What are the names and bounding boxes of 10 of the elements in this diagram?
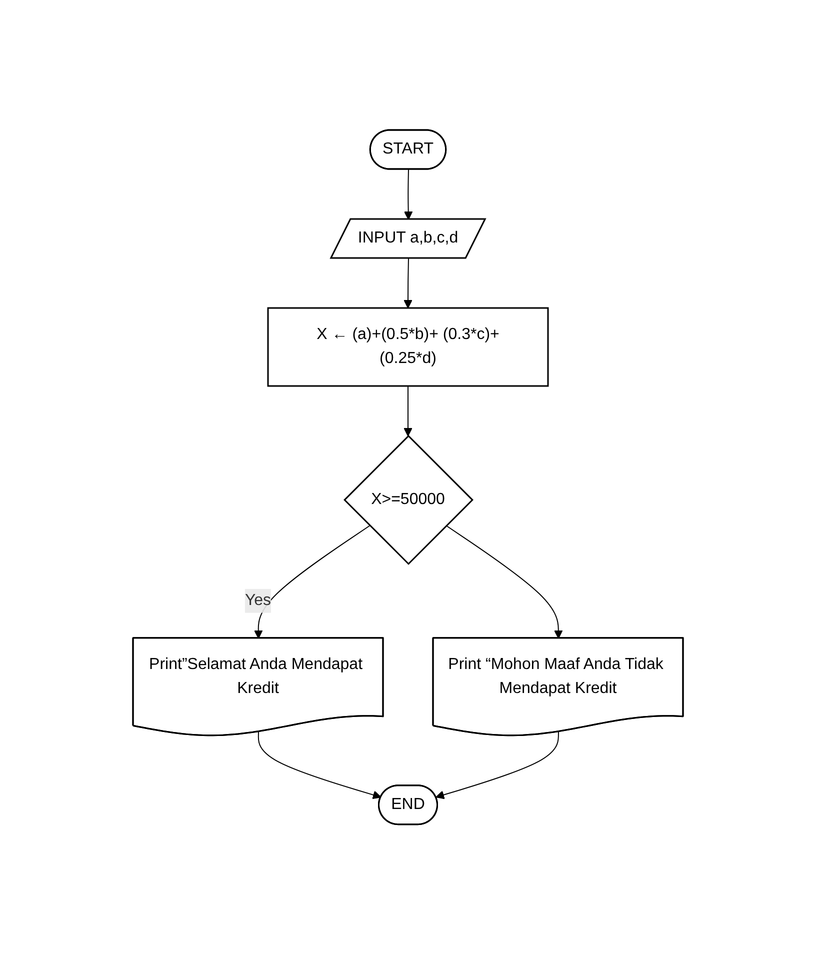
node-box: X ← (a)+(0.5*b)+ (0.3*c)+(0.25*d) <box>266 308 548 388</box>
arrow <box>445 525 562 640</box>
node-diamond: X>=50000 <box>343 435 473 566</box>
arrow <box>254 525 370 640</box>
arrow <box>435 732 558 800</box>
arrow <box>403 169 412 220</box>
edge-label: Yes <box>244 592 271 610</box>
arrow <box>403 258 412 309</box>
arrow <box>403 386 412 437</box>
arrow <box>257 732 381 800</box>
